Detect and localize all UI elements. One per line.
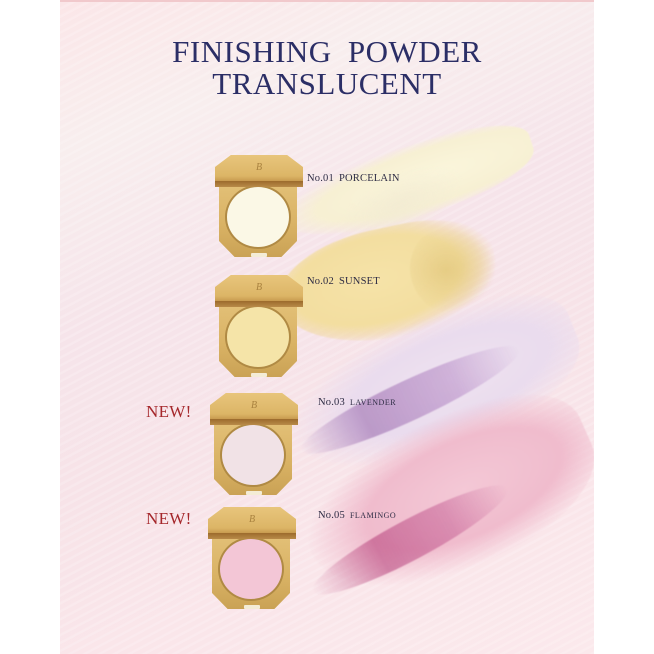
brand-logo-icon: B: [255, 162, 263, 173]
brand-logo-icon: B: [255, 282, 263, 293]
new-badge-lavender: NEW!: [146, 402, 192, 421]
compact-lid: [215, 155, 303, 185]
poster-title-line2: TRANSLUCENT: [212, 66, 442, 101]
shade-number: No.01: [307, 173, 334, 184]
shade-number: No.05: [318, 510, 345, 521]
powder-pan: [220, 423, 286, 487]
compact-tab: [251, 373, 267, 377]
compact-porcelain: B: [215, 155, 303, 259]
shade-name: PORCELAIN: [338, 173, 400, 184]
powder-pan: [225, 185, 291, 249]
brand-logo-icon: B: [248, 514, 256, 525]
compact-lavender: B: [210, 393, 298, 497]
brand-logo-icon: B: [250, 400, 258, 411]
compact-lid-edge: [215, 301, 303, 307]
compact-lid-edge: [210, 419, 298, 425]
compact-tab: [246, 491, 262, 495]
compact-flamingo: B: [208, 507, 296, 611]
compact-lid: [208, 507, 296, 537]
compact-tab: [251, 253, 267, 257]
new-badge-flamingo: NEW!: [146, 509, 192, 528]
shade-name: FLAMINGO: [349, 511, 397, 520]
compact-sunset: B: [215, 275, 303, 379]
compact-tab: [244, 605, 260, 609]
top-band: [60, 0, 594, 2]
compact-lid: [215, 275, 303, 305]
shade-label-porcelain: No.01 PORCELAIN: [307, 173, 400, 184]
shade-name: SUNSET: [338, 276, 380, 287]
powder-pan: [225, 305, 291, 369]
shade-number: No.03: [318, 397, 345, 408]
shade-name: LAVENDER: [349, 398, 397, 407]
product-poster: FINISHING POWDER TRANSLUCENT B No.01 PORC…: [60, 0, 594, 654]
shade-label-sunset: No.02 SUNSET: [307, 276, 380, 287]
powder-pan: [218, 537, 284, 601]
compact-lid-edge: [215, 181, 303, 187]
shade-label-lavender: No.03 LAVENDER: [318, 397, 396, 408]
compact-lid-edge: [208, 533, 296, 539]
poster-title-line1: FINISHING POWDER: [172, 34, 482, 69]
shade-label-flamingo: No.05 FLAMINGO: [318, 510, 396, 521]
shade-number: No.02: [307, 276, 334, 287]
compact-lid: [210, 393, 298, 423]
